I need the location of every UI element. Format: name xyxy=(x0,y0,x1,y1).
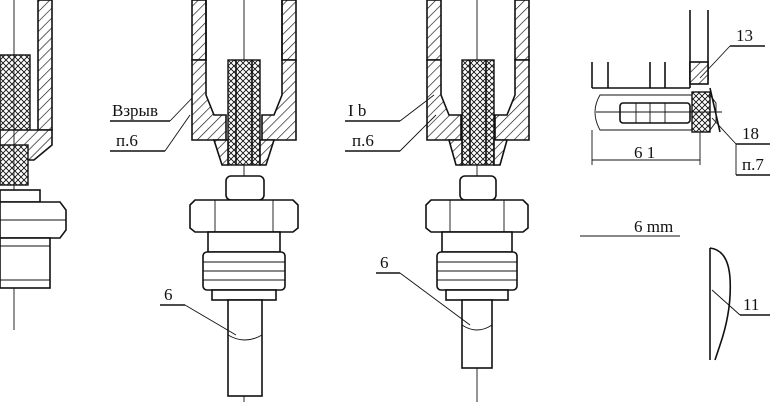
middle-callout: I b п.6 xyxy=(345,94,437,152)
callout-6-left: 6 xyxy=(160,285,237,336)
left-fitting-fragment xyxy=(0,0,67,330)
left-reference-text: п.6 xyxy=(116,131,138,150)
callout-13: 13 xyxy=(699,26,765,79)
dimension-label-1: 6 1 xyxy=(634,143,655,162)
fitting-a xyxy=(189,0,299,402)
middle-text: I b xyxy=(348,101,366,120)
callout-18-text: 18 xyxy=(742,124,759,143)
callout-6-middle-text: 6 xyxy=(380,253,389,272)
callout-11-text: 11 xyxy=(743,295,759,314)
callout-18: 18 п.7 xyxy=(711,117,770,176)
callout-6-left-text: 6 xyxy=(164,285,173,304)
left-explosion-callout: Взрыв п.6 xyxy=(110,94,196,152)
callout-13-text: 13 xyxy=(736,26,753,45)
callout-6-middle: 6 xyxy=(376,253,471,326)
right-reference-text: п.7 xyxy=(742,155,764,174)
fitting-b xyxy=(425,0,530,402)
right-detail-view: 6 1 6 mm xyxy=(580,10,722,237)
part-11-strip: 11 xyxy=(709,247,770,361)
dimension-label-2: 6 mm xyxy=(634,217,673,236)
middle-reference-text: п.6 xyxy=(352,131,374,150)
left-explosion-text: Взрыв xyxy=(112,101,158,120)
